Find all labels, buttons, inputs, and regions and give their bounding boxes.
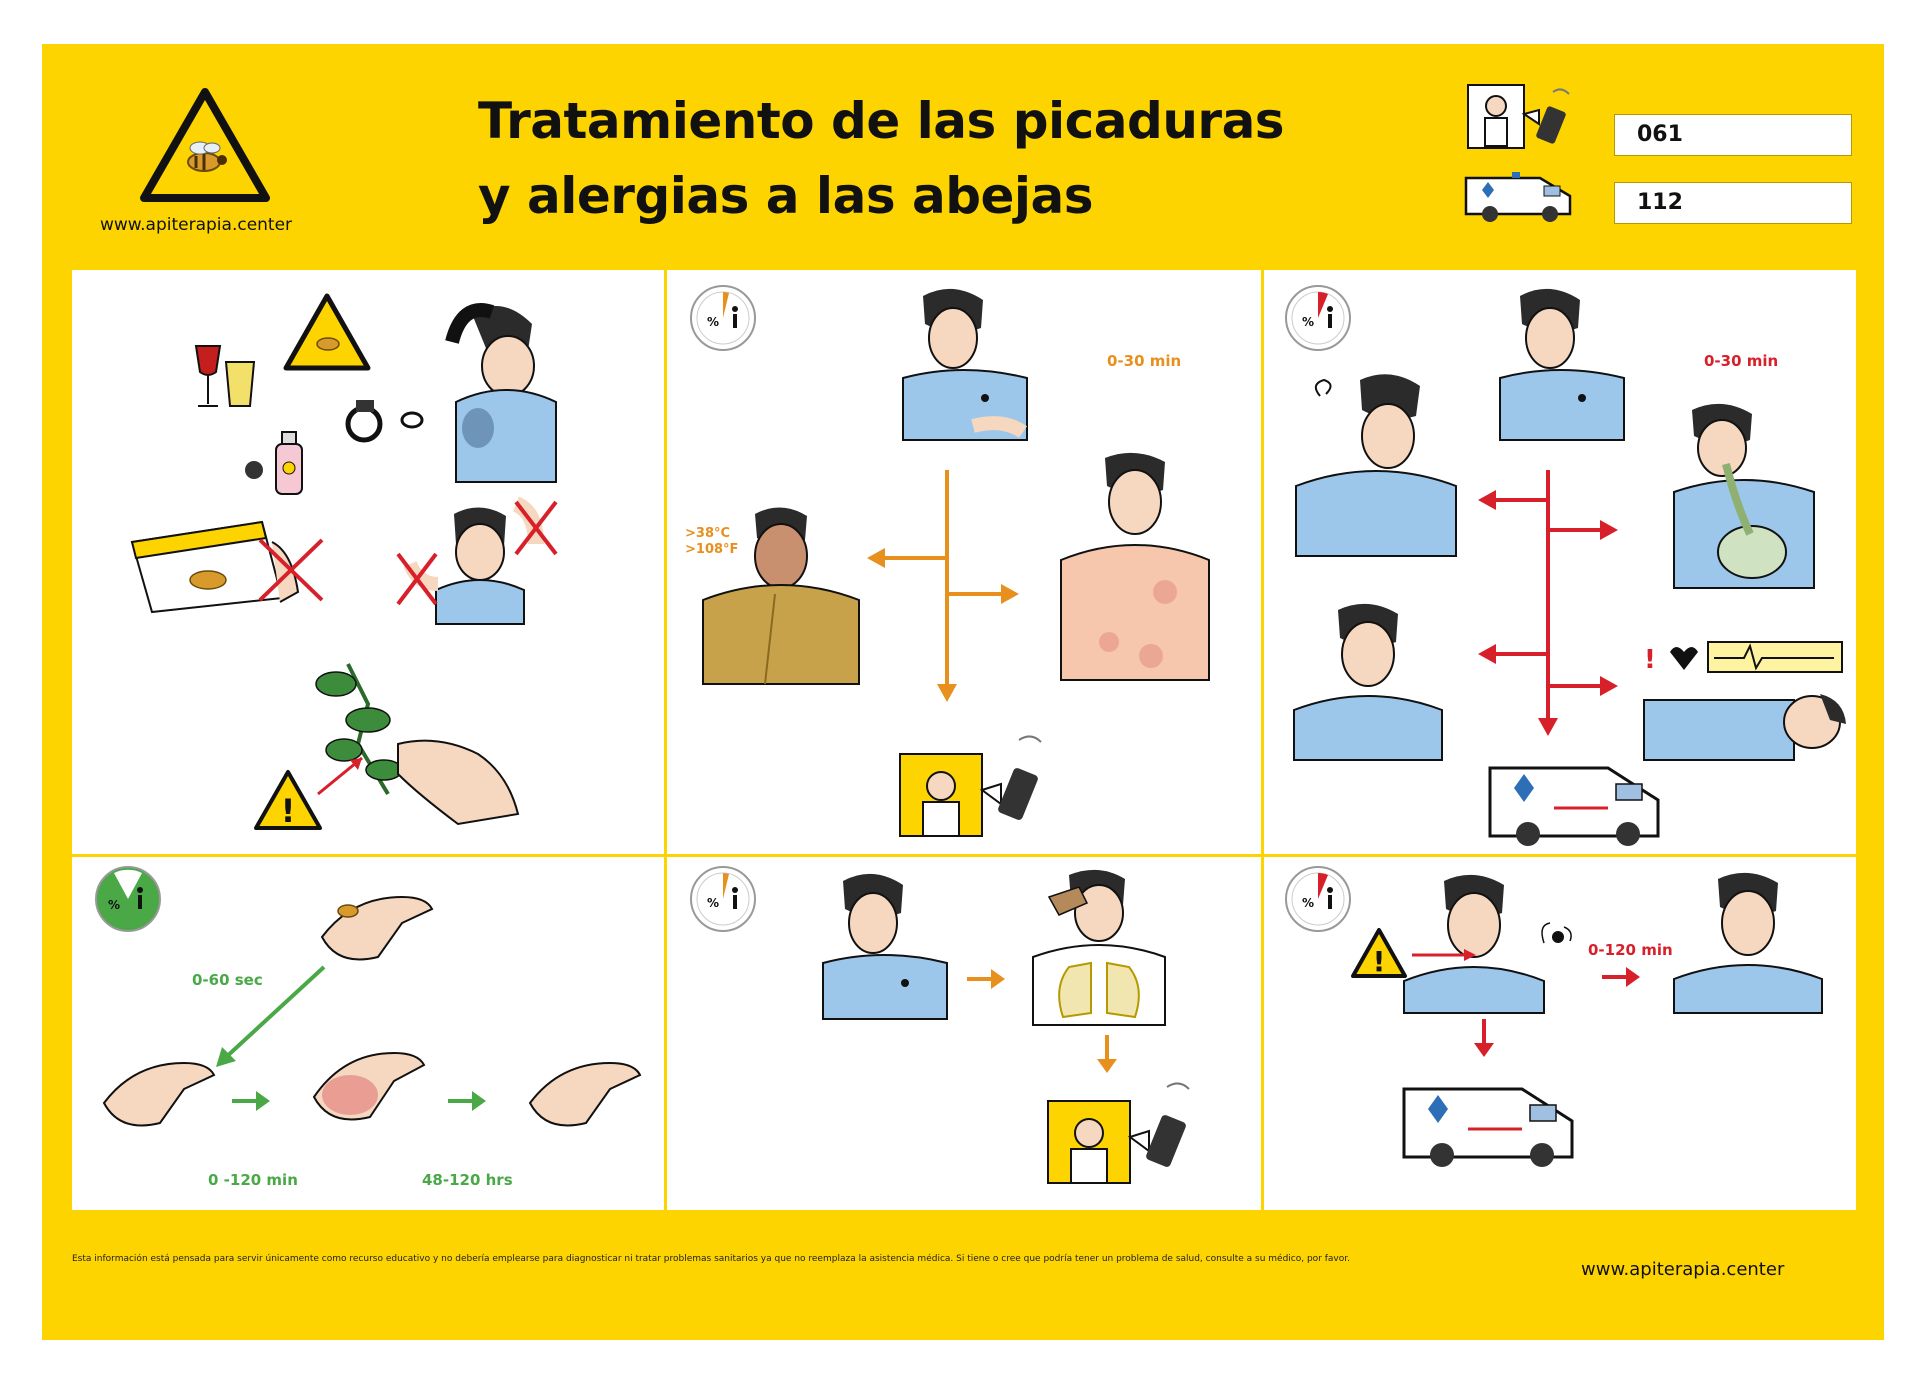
svg-text:%: % (108, 898, 120, 912)
ambulance-illustration (1402, 1087, 1574, 1167)
svg-text:%: % (1302, 896, 1314, 910)
divider (1261, 270, 1264, 1210)
panel-breathing: % (667, 857, 1261, 1210)
svg-text:%: % (707, 896, 719, 910)
panel-normal-reaction: % 0-60 sec (72, 857, 664, 1210)
wine-glass-icon (194, 345, 256, 407)
diagonal-arrow (216, 965, 326, 1067)
time-label: 0 -120 min (208, 1171, 298, 1189)
stung-man-illustration (822, 873, 948, 1020)
heart-monitor-icon: ! (1644, 641, 1843, 675)
throat-swelling-man-illustration (1293, 603, 1443, 761)
right-arrow-red (1602, 967, 1640, 987)
rash-man-illustration (1060, 452, 1210, 681)
stung-man-illustration (1499, 288, 1625, 441)
website-bottom[interactable]: www.apiterapia.center (1581, 1259, 1785, 1280)
asthma-man-illustration (1032, 869, 1166, 1026)
call-doctor-illustration (1047, 1082, 1190, 1184)
risk-dial-icon-red: % (1285, 866, 1351, 932)
page-title: Tratamiento de las picaduras y alergias … (478, 84, 1285, 234)
warning-triangle-icon: ! (1351, 928, 1407, 978)
down-arrow-red (1474, 1019, 1494, 1057)
poster: www.apiterapia.center Tratamiento de las… (42, 44, 1884, 1340)
risk-dial-icon-red: % (1285, 285, 1351, 351)
divider (72, 854, 1856, 857)
down-arrow (1097, 1035, 1117, 1073)
right-arrow (967, 969, 1005, 989)
risk-dial-icon: % (690, 285, 756, 351)
sweating-man-illustration (445, 303, 557, 483)
ring-icon (345, 400, 424, 443)
time-label: 0-120 min (1588, 941, 1673, 959)
disclaimer-text: Esta información está pensada para servi… (72, 1254, 1350, 1264)
bee-warning-logo (140, 88, 270, 202)
panel-prevention: ! (72, 270, 664, 854)
flow-arrows (867, 470, 1019, 702)
time-label: 0-30 min (1704, 352, 1779, 370)
ambulance-illustration (1488, 766, 1660, 846)
risk-dial-icon: % (690, 866, 756, 932)
collapsed-man-illustration (1643, 694, 1846, 761)
ambulance-icon (1464, 172, 1572, 222)
no-swatting-man-illustration (396, 496, 558, 625)
time-label: 0-30 min (1107, 352, 1182, 370)
bee-warning-triangle (283, 293, 371, 371)
mouth-sting-man-illustration (1403, 874, 1572, 1014)
doctor-phone-number[interactable]: 061 (1614, 114, 1852, 156)
time-label: 48-120 hrs (422, 1171, 513, 1189)
perfume-icon (245, 431, 303, 495)
panel-local-reaction: % 0-30 min >38°C >108°F (667, 270, 1261, 854)
call-doctor-illustration (899, 735, 1042, 837)
hand-illustration (102, 1061, 216, 1127)
right-arrow (448, 1091, 486, 1111)
ambulance-phone-number[interactable]: 112 (1614, 182, 1852, 224)
title-line-2: y alergias a las abejas (478, 167, 1094, 225)
risk-dial-icon-green: % (95, 866, 161, 932)
divider (664, 270, 667, 1210)
right-arrow (232, 1091, 270, 1111)
temp-c-label: >38°C (685, 526, 731, 541)
instruction-panels: ! % 0-30 min >38°C (72, 270, 1856, 1210)
hive-box-no-touch-illustration (130, 520, 324, 614)
fever-man-illustration (702, 507, 860, 685)
svg-text:!: ! (1644, 645, 1656, 675)
svg-text:!: ! (1373, 945, 1386, 978)
vomiting-man-illustration (1673, 403, 1815, 589)
stung-hand-illustration (320, 895, 434, 961)
swollen-hand-illustration (312, 1051, 426, 1121)
flow-arrows-red (1478, 470, 1618, 736)
plant-warning-illustration: ! (254, 663, 520, 830)
stung-man-illustration (902, 288, 1028, 441)
svg-text:%: % (1302, 315, 1314, 329)
panel-mouth-sting: % ! 0-120 min (1264, 857, 1856, 1210)
website-top[interactable]: www.apiterapia.center (100, 215, 293, 235)
svg-text:!: ! (281, 792, 296, 830)
time-label: 0-60 sec (192, 971, 263, 989)
swollen-throat-man-illustration (1673, 872, 1823, 1014)
svg-text:%: % (707, 315, 719, 329)
dizzy-man-illustration (1295, 374, 1457, 557)
panel-systemic-reaction: % 0-30 min (1264, 270, 1856, 854)
healed-hand-illustration (528, 1061, 642, 1127)
temp-f-label: >108°F (685, 542, 739, 557)
title-line-1: Tratamiento de las picaduras (478, 92, 1285, 150)
doctor-phone-icon (1467, 84, 1570, 149)
